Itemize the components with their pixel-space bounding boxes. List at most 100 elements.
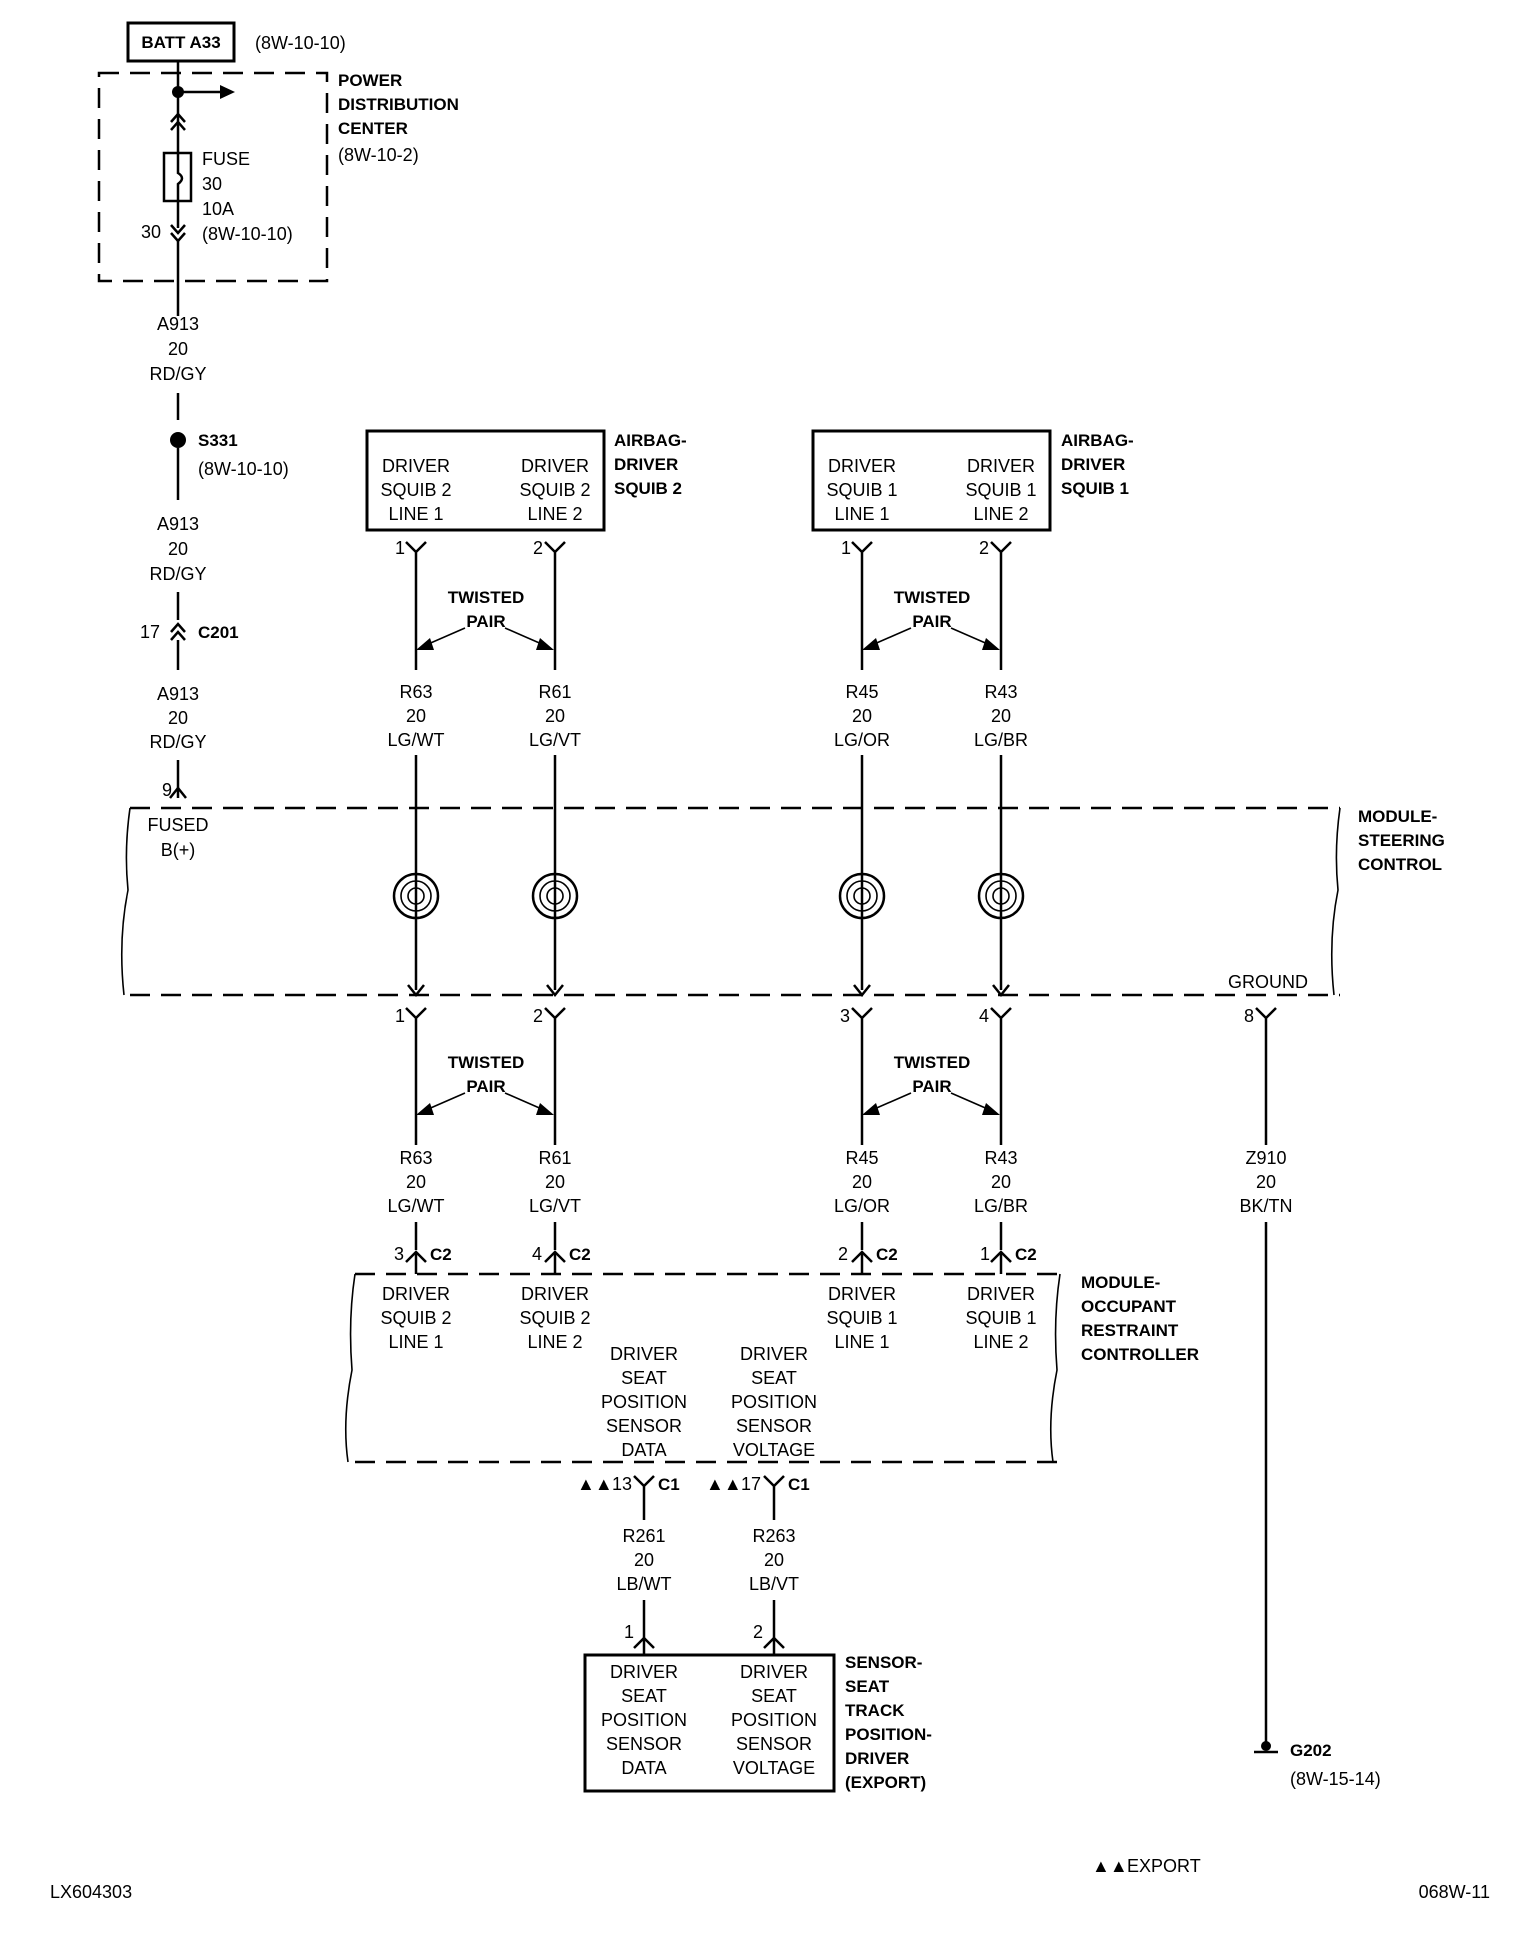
svg-text:30: 30 [141,222,161,242]
svg-text:▲▲: ▲▲ [1092,1856,1128,1876]
svg-text:3: 3 [840,1006,850,1026]
footer: ▲▲ EXPORT LX604303 068W-11 [50,1856,1490,1902]
svg-text:DRIVER: DRIVER [614,455,678,474]
svg-text:▲▲: ▲▲ [577,1474,613,1494]
svg-text:SEAT: SEAT [621,1686,667,1706]
svg-text:SEAT: SEAT [751,1368,797,1388]
svg-text:20: 20 [634,1550,654,1570]
svg-text:OCCUPANT: OCCUPANT [1081,1297,1177,1316]
svg-text:LG/WT: LG/WT [388,730,445,750]
svg-text:13: 13 [612,1474,632,1494]
clockspring-coil-icon [838,872,886,920]
svg-text:R43: R43 [984,682,1017,702]
svg-text:20: 20 [168,708,188,728]
svg-text:DATA: DATA [621,1440,666,1460]
svg-text:SQUIB 2: SQUIB 2 [380,1308,451,1328]
svg-text:CENTER: CENTER [338,119,408,138]
inline-connector-icon [170,622,186,641]
svg-text:3: 3 [394,1244,404,1264]
svg-text:AIRBAG-: AIRBAG- [614,431,687,450]
svg-text:SQUIB 2: SQUIB 2 [614,479,682,498]
power-wire-a913: A913 20 RD/GY S331 (8W-10-10) A913 20 RD… [140,314,289,800]
svg-text:SQUIB 1: SQUIB 1 [826,1308,897,1328]
svg-text:1: 1 [395,1006,405,1026]
svg-text:DRIVER: DRIVER [740,1344,808,1364]
svg-text:PAIR: PAIR [912,1077,951,1096]
svg-text:DRIVER: DRIVER [740,1662,808,1682]
svg-text:C2: C2 [430,1245,452,1264]
svg-text:RD/GY: RD/GY [149,732,206,752]
svg-text:LINE 2: LINE 2 [527,1332,582,1352]
svg-text:20: 20 [764,1550,784,1570]
svg-text:R63: R63 [399,1148,432,1168]
svg-text:TWISTED: TWISTED [448,588,525,607]
svg-text:LINE 2: LINE 2 [973,504,1028,524]
svg-text:▲▲: ▲▲ [706,1474,742,1494]
svg-text:C1: C1 [658,1475,680,1494]
svg-text:SQUIB 2: SQUIB 2 [380,480,451,500]
svg-text:LG/BR: LG/BR [974,730,1028,750]
svg-text:LB/WT: LB/WT [616,1574,671,1594]
svg-text:POWER: POWER [338,71,402,90]
svg-text:RD/GY: RD/GY [149,564,206,584]
svg-text:R261: R261 [622,1526,665,1546]
svg-text:LINE 1: LINE 1 [388,504,443,524]
svg-text:LG/OR: LG/OR [834,1196,890,1216]
svg-text:LINE 1: LINE 1 [834,504,889,524]
svg-text:PAIR: PAIR [466,1077,505,1096]
svg-text:SQUIB 1: SQUIB 1 [965,480,1036,500]
svg-text:STEERING: STEERING [1358,831,1445,850]
svg-text:FUSED: FUSED [147,815,208,835]
svg-text:SENSOR: SENSOR [606,1416,682,1436]
svg-text:SENSOR: SENSOR [736,1734,812,1754]
svg-text:DRIVER: DRIVER [845,1749,909,1768]
svg-text:PAIR: PAIR [466,612,505,631]
svg-text:MODULE-: MODULE- [1358,807,1437,826]
svg-text:SENSOR: SENSOR [736,1416,812,1436]
svg-text:C2: C2 [569,1245,591,1264]
svg-text:SQUIB 2: SQUIB 2 [519,480,590,500]
svg-text:PAIR: PAIR [912,612,951,631]
svg-text:DRIVER: DRIVER [828,456,896,476]
svg-text:DRIVER: DRIVER [382,1284,450,1304]
svg-text:CONTROL: CONTROL [1358,855,1442,874]
svg-text:R263: R263 [752,1526,795,1546]
svg-text:VOLTAGE: VOLTAGE [733,1440,815,1460]
svg-text:20: 20 [852,706,872,726]
svg-text:LG/OR: LG/OR [834,730,890,750]
svg-text:CONTROLLER: CONTROLLER [1081,1345,1199,1364]
svg-text:B(+): B(+) [161,840,196,860]
svg-text:AIRBAG-: AIRBAG- [1061,431,1134,450]
svg-text:C201: C201 [198,623,239,642]
svg-text:DRIVER: DRIVER [828,1284,896,1304]
svg-text:(8W-10-2): (8W-10-2) [338,145,419,165]
svg-text:FUSE: FUSE [202,149,250,169]
svg-text:LB/VT: LB/VT [749,1574,799,1594]
svg-text:20: 20 [545,1172,565,1192]
svg-text:1: 1 [395,538,405,558]
svg-text:MODULE-: MODULE- [1081,1273,1160,1292]
svg-text:DRIVER: DRIVER [967,456,1035,476]
svg-text:2: 2 [979,538,989,558]
svg-text:20: 20 [545,706,565,726]
svg-text:C2: C2 [876,1245,898,1264]
svg-text:SENSOR: SENSOR [606,1734,682,1754]
module-occupant-restraint-controller: MODULE- OCCUPANT RESTRAINT CONTROLLER DR… [344,1272,1199,1464]
svg-text:R61: R61 [538,682,571,702]
svg-text:POSITION-: POSITION- [845,1725,932,1744]
svg-text:LINE 2: LINE 2 [973,1332,1028,1352]
upper-squib-wires: TWISTED PAIR TWISTED PAIR R63 20 LG/WT R… [388,541,1028,750]
svg-text:C1: C1 [788,1475,810,1494]
svg-text:4: 4 [532,1244,542,1264]
svg-text:DRIVER: DRIVER [521,1284,589,1304]
svg-text:Z910: Z910 [1245,1148,1286,1168]
svg-text:SQUIB 1: SQUIB 1 [965,1308,1036,1328]
svg-text:DATA: DATA [621,1758,666,1778]
svg-text:A913: A913 [157,514,199,534]
svg-text:S331: S331 [198,431,238,450]
svg-text:4: 4 [979,1006,989,1026]
svg-text:LG/WT: LG/WT [388,1196,445,1216]
svg-text:SEAT: SEAT [751,1686,797,1706]
svg-text:20: 20 [168,339,188,359]
